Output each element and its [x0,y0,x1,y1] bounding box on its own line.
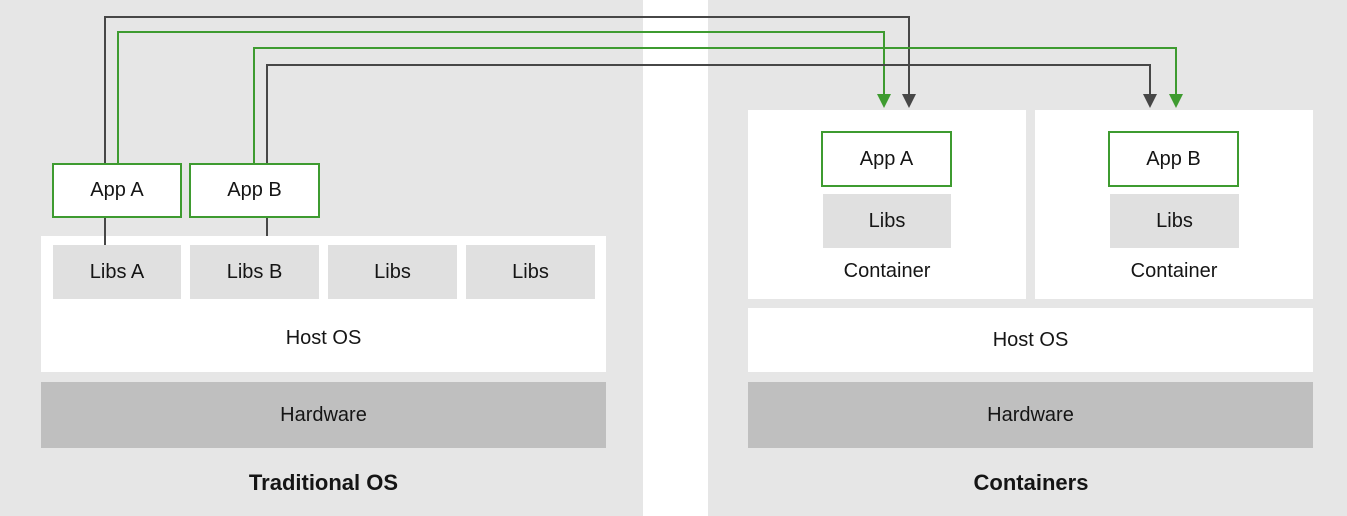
traditional-libs-a: Libs A [53,245,181,299]
traditional-libs-b: Libs B [190,245,319,299]
app-b-green-path [253,47,1177,163]
container-2-label: Container [1130,260,1218,282]
container-1-label: Container [843,260,931,282]
containers-host-os: Host OS [748,308,1313,372]
app-b-green-arrowhead [1169,94,1183,108]
app-a-dark-path [104,16,910,163]
traditional-hardware: Hardware [41,382,606,448]
traditional-app-a: App A [52,163,182,218]
app-a-green-arrowhead [877,94,891,108]
app-a-dark-arrowhead [902,94,916,108]
traditional-app-b: App B [189,163,320,218]
container-2-libs: Libs [1110,194,1239,248]
traditional-host-os-label: Host OS [285,327,362,349]
containers-title: Containers [973,470,1089,495]
app-b-dark-arrowhead [1143,94,1157,108]
traditional-libs-4: Libs [466,245,595,299]
container-1-libs: Libs [823,194,951,248]
container-1-app: App A [821,131,952,187]
traditional-libs-3: Libs [328,245,457,299]
containers-hardware: Hardware [748,382,1313,448]
container-2-app: App B [1108,131,1239,187]
traditional-os-title: Traditional OS [248,470,399,495]
app-b-dark-path [266,64,1151,163]
app-a-green-path [117,31,885,163]
